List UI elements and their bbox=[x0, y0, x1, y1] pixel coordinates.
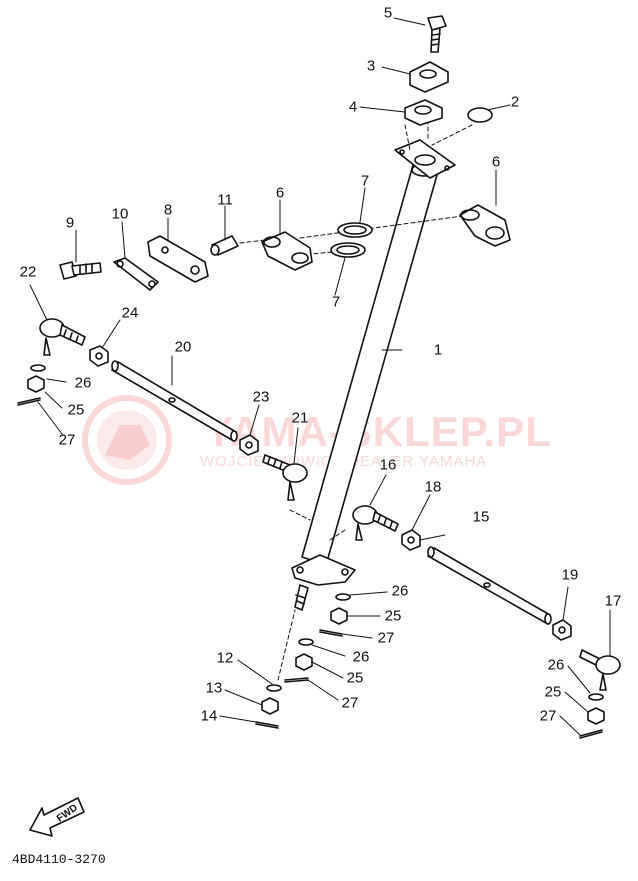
callout-23: 23 bbox=[252, 388, 270, 406]
callout-26-center-a: 26 bbox=[391, 582, 409, 600]
steering-shaft-part bbox=[291, 139, 456, 611]
callout-16: 16 bbox=[379, 456, 397, 474]
nut-19-part bbox=[552, 619, 572, 641]
fwd-arrow-icon bbox=[29, 797, 85, 837]
callout-25-center-b: 25 bbox=[346, 669, 364, 687]
plate-10-part bbox=[113, 257, 159, 291]
callout-27-center-a: 27 bbox=[377, 629, 395, 647]
bottom-fastener-set bbox=[255, 684, 282, 729]
callout-22: 22 bbox=[19, 263, 37, 281]
callout-19: 19 bbox=[561, 566, 579, 584]
bolt-9-part bbox=[59, 261, 102, 280]
center-fastener-set bbox=[284, 593, 351, 683]
callout-20: 20 bbox=[174, 338, 192, 356]
callout-26-left: 26 bbox=[74, 374, 92, 392]
callout-7-top: 7 bbox=[360, 172, 370, 190]
callout-5: 5 bbox=[383, 4, 393, 22]
callout-25-center-a: 25 bbox=[384, 607, 402, 625]
tie-rod-end-16-part bbox=[352, 505, 399, 541]
callout-6-left: 6 bbox=[275, 184, 285, 202]
tie-rod-end-17-part bbox=[579, 649, 621, 691]
callout-10: 10 bbox=[111, 205, 129, 223]
callout-21: 21 bbox=[291, 409, 309, 427]
callout-27-left: 27 bbox=[58, 431, 76, 449]
cap-2-part bbox=[467, 107, 493, 123]
callout-25-left: 25 bbox=[67, 401, 85, 419]
rod-20-part bbox=[111, 360, 238, 442]
clamp-4-part bbox=[404, 99, 443, 126]
callout-26-center-b: 26 bbox=[352, 648, 370, 666]
callout-25-right: 25 bbox=[544, 683, 562, 701]
callout-1: 1 bbox=[433, 341, 443, 359]
callout-12: 12 bbox=[216, 649, 234, 667]
callout-14: 14 bbox=[200, 707, 218, 725]
bracket-6-right-part bbox=[459, 204, 511, 247]
callout-13: 13 bbox=[205, 679, 223, 697]
leader-lines bbox=[171, 17, 511, 541]
nut-23-part bbox=[239, 434, 259, 456]
callout-11: 11 bbox=[217, 191, 233, 209]
tie-rod-end-21-part bbox=[262, 454, 308, 501]
right-fastener-set bbox=[579, 693, 605, 739]
watermark-title: YAMA-SKLEP.PL bbox=[205, 408, 552, 455]
callout-2: 2 bbox=[510, 93, 520, 111]
callout-9: 9 bbox=[65, 214, 75, 232]
callout-18: 18 bbox=[424, 478, 442, 496]
tie-rod-end-22-part bbox=[39, 318, 86, 356]
callout-24: 24 bbox=[121, 304, 139, 322]
washer-7-part bbox=[330, 222, 373, 258]
nut-24-part bbox=[89, 345, 109, 367]
bracket-6-left-part bbox=[261, 231, 313, 271]
callout-27-center-b: 27 bbox=[341, 694, 359, 712]
callout-leaders bbox=[29, 169, 611, 736]
callout-4: 4 bbox=[348, 98, 358, 116]
rod-15-part bbox=[427, 546, 552, 625]
callout-3: 3 bbox=[366, 57, 376, 75]
callout-6-right: 6 bbox=[491, 153, 501, 171]
callout-27-right: 27 bbox=[539, 707, 557, 725]
callout-15: 15 bbox=[472, 508, 490, 526]
nut-18-part bbox=[401, 529, 421, 551]
callout-7-bottom: 7 bbox=[331, 293, 341, 311]
arm-8-part bbox=[147, 235, 209, 283]
clamp-3-part bbox=[409, 61, 449, 93]
left-fastener-set bbox=[17, 364, 46, 406]
bolt-5-part bbox=[427, 15, 447, 53]
diagram-part-number: 4BD4110-3270 bbox=[12, 852, 106, 867]
callout-8: 8 bbox=[163, 201, 173, 219]
callout-17: 17 bbox=[604, 592, 622, 610]
callout-26-right: 26 bbox=[547, 656, 565, 674]
